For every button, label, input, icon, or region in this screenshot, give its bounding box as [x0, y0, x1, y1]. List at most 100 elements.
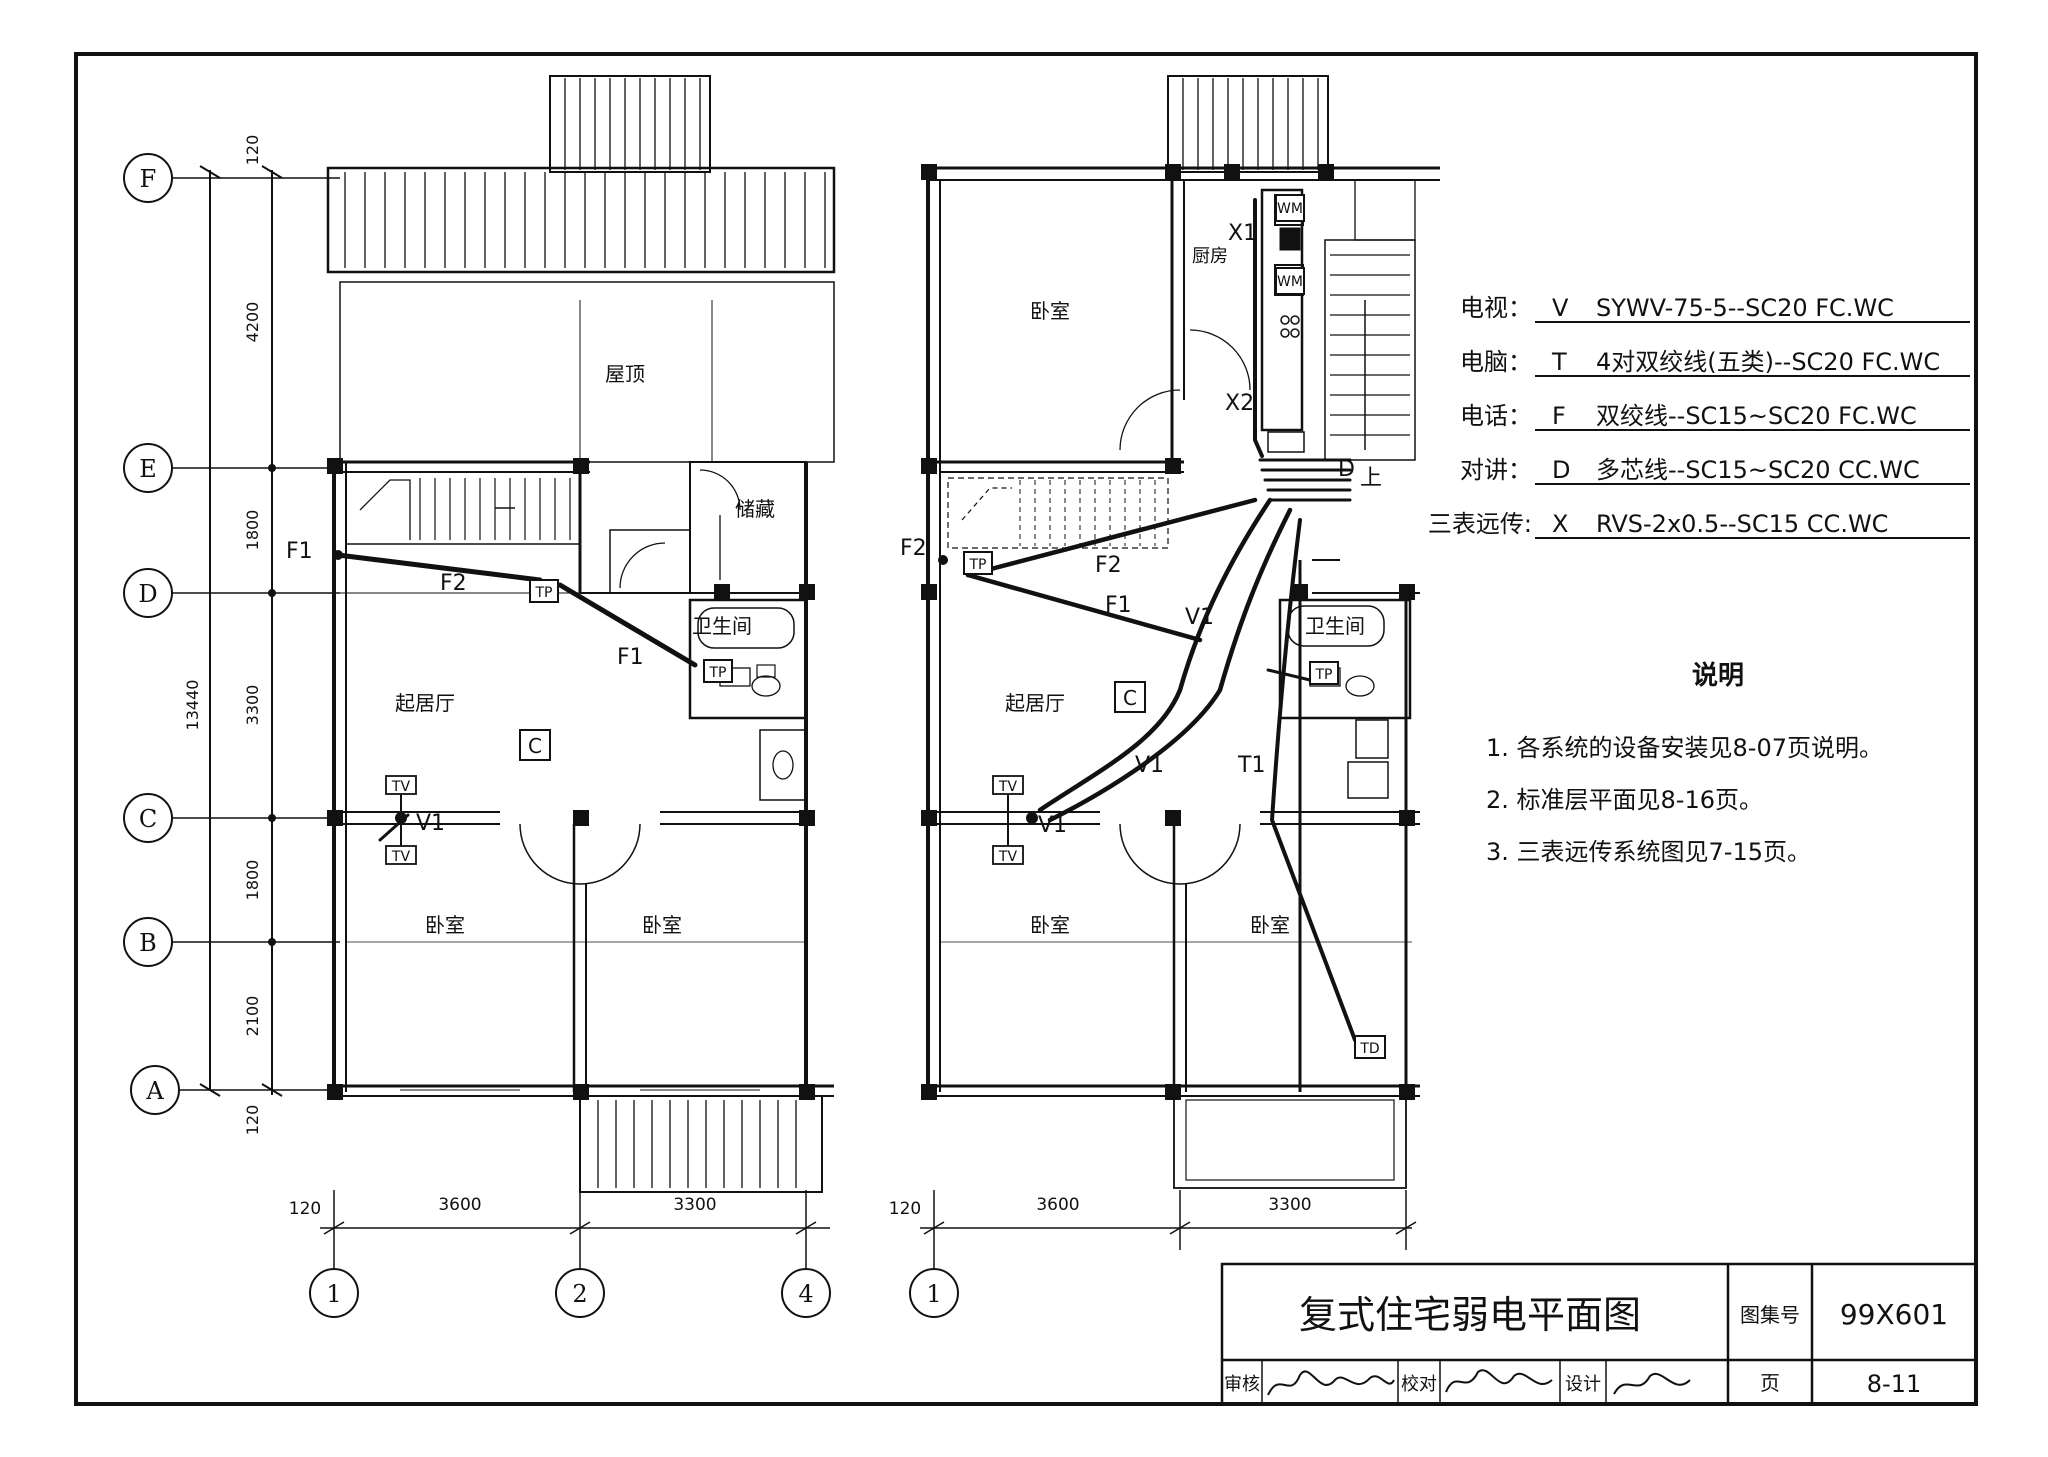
wire-label: D [1338, 457, 1355, 482]
left-devices: TP TP TV TV C [333, 550, 733, 865]
phone-junction-dot [333, 550, 343, 560]
legend-key: 电视： [1460, 294, 1532, 322]
page-label: 页 [1760, 1371, 1780, 1395]
room-label: 起居厅 [1005, 691, 1065, 715]
tp-outlet [963, 551, 993, 575]
axis-label: C [139, 805, 157, 833]
horizontal-dimension-texts-right: 120 3600 3300 [889, 1195, 1312, 1219]
legend-key: 电话： [1460, 402, 1532, 430]
right-wiring [965, 198, 1357, 1042]
wire-label: 上 [1360, 466, 1382, 491]
legend-row: 电视： V SYWV-75-5--SC20 FC.WC [1460, 294, 1970, 323]
c-box-label: C [528, 734, 542, 758]
title-block-texts: 复式住宅弱电平面图 图集号 99X601 审核 校对 设计 页 8-11 [1224, 1293, 1948, 1398]
tv-outlet [992, 775, 1024, 795]
wm-meter-label: WM [1277, 201, 1303, 217]
legend-row: 电话： F 双绞线--SC15~SC20 FC.WC [1460, 402, 1970, 431]
axis-label: F [140, 165, 157, 193]
axis-label: 2 [572, 1280, 587, 1308]
tp-outlet-label: TP [709, 665, 727, 681]
horizontal-dimensions-right [920, 1190, 1417, 1250]
c-box-label: C [1123, 686, 1137, 710]
axis-bubble [123, 153, 173, 203]
axis-label: 1 [926, 1280, 941, 1308]
room-label: 屋顶 [605, 362, 645, 386]
wire-label: F1 [617, 645, 644, 670]
td-outlet-label: TD [1359, 1041, 1379, 1057]
wire-label: V1 [416, 811, 445, 836]
total-dim-text: 13440 [183, 680, 202, 731]
room-label: 卧室 [1030, 913, 1070, 937]
room-label: 起居厅 [395, 691, 455, 715]
grid-row-D: D [123, 568, 173, 618]
tv-outlet [385, 845, 417, 865]
dim-text: 120 [243, 135, 262, 166]
page-number: 8-11 [1867, 1370, 1921, 1398]
legend-key: 三表远传: [1428, 510, 1532, 538]
right-floor-plan [926, 75, 1440, 1189]
axis-bubble [781, 1268, 831, 1318]
legend-code: T [1551, 348, 1567, 376]
axis-bubble [309, 1268, 359, 1318]
grid-row-F: F [123, 153, 173, 203]
room-label: 卧室 [1250, 913, 1290, 937]
title-block [1220, 1262, 1978, 1406]
atlas-number: 99X601 [1840, 1298, 1948, 1331]
axis-bubble [123, 917, 173, 967]
tp-outlet [1309, 661, 1339, 685]
legend-code: D [1552, 456, 1570, 484]
tp-outlet [529, 579, 559, 603]
axis-label: 4 [798, 1280, 813, 1308]
dim-text: 120 [243, 1105, 262, 1136]
design-label: 设计 [1565, 1374, 1601, 1395]
td-outlet [1354, 1035, 1386, 1059]
tp-outlet-label: TP [535, 585, 553, 601]
tp-outlet-label: TP [969, 557, 987, 573]
designer-signature [1613, 1373, 1691, 1395]
wiring-legend: 电视： V SYWV-75-5--SC20 FC.WC 电脑： T 4对双绞线(… [1428, 294, 1970, 539]
dim-text: 3600 [1036, 1195, 1079, 1215]
grid-cols-right: 1 [909, 1250, 959, 1318]
axis-label: A [145, 1077, 164, 1105]
dim-text: 3300 [1268, 1195, 1311, 1215]
note-item: 1. 各系统的设备安装见8-07页说明。 [1486, 734, 1883, 762]
phone-junction-dot [938, 555, 948, 565]
tv-outlet-label: TV [391, 779, 411, 795]
legend-code: F [1552, 402, 1566, 430]
axis-bubble [123, 443, 173, 493]
c-box [1114, 681, 1146, 713]
dim-text: 120 [889, 1199, 921, 1219]
wire-label: X1 [1228, 221, 1257, 246]
horizontal-dimensions-left [320, 1190, 830, 1250]
axis-bubble [123, 793, 173, 843]
left-wiring [335, 552, 698, 842]
legend-spec: RVS-2x0.5--SC15 CC.WC [1596, 510, 1888, 538]
drawing-title: 复式住宅弱电平面图 [1299, 1293, 1641, 1337]
note-item: 2. 标准层平面见8-16页。 [1486, 786, 1763, 814]
axis-bubble [123, 568, 173, 618]
note-item: 3. 三表远传系统图见7-15页。 [1486, 838, 1811, 866]
notes: 说明 1. 各系统的设备安装见8-07页说明。 2. 标准层平面见8-16页。 … [1486, 661, 1883, 866]
checker-signature [1445, 1369, 1553, 1393]
wire-label: F2 [440, 571, 467, 596]
wm-meter-label: WM [1277, 274, 1303, 290]
legend-spec: 双绞线--SC15~SC20 FC.WC [1596, 402, 1917, 430]
wire-label: V1 [1135, 753, 1164, 778]
grid-cols-left: 1 2 4 [309, 1250, 831, 1318]
tv-outlet [385, 775, 417, 795]
atlas-label: 图集号 [1740, 1303, 1800, 1327]
legend-key: 对讲： [1460, 456, 1532, 484]
axis-bubble [909, 1268, 959, 1318]
axis-label: 1 [326, 1280, 341, 1308]
room-label: 厨房 [1192, 246, 1228, 267]
legend-row: 电脑： T 4对双绞线(五类)--SC20 FC.WC [1460, 348, 1970, 377]
grid-row-C: C [123, 793, 173, 843]
axis-label: E [139, 455, 157, 483]
wire-label: F2 [900, 536, 927, 561]
legend-spec: 多芯线--SC15~SC20 CC.WC [1596, 456, 1920, 484]
tv-outlet [992, 845, 1024, 865]
room-label: 卫生间 [1305, 614, 1365, 638]
wire-label: F1 [1105, 593, 1132, 618]
right-structural-columns [921, 164, 1415, 1100]
wm-meter [1275, 194, 1305, 222]
